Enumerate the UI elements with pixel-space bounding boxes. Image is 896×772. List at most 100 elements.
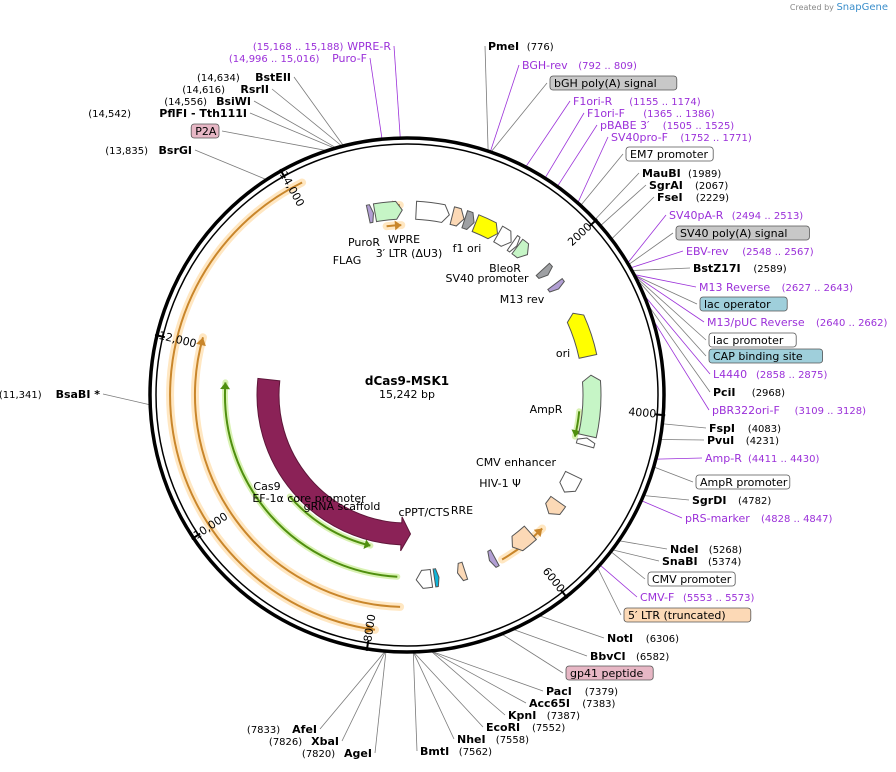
primer-label-prs-marker: pRS-marker (4828 .. 4847)	[685, 512, 833, 525]
orf-arcs	[166, 178, 583, 634]
feature-label-grna-scaffold: gRNA scaffold	[304, 500, 381, 513]
feature-wpre-arrow	[415, 200, 450, 223]
leader-line	[502, 634, 564, 674]
feature-hiv-1-arrow	[545, 495, 567, 515]
leader-line	[369, 57, 383, 139]
site-position: (2968)	[752, 388, 785, 399]
enzyme-label-ndei: NdeI (5268)	[670, 543, 742, 556]
primer-label-pbr322ori-f: pBR322ori-F(3109 .. 3128)	[712, 404, 866, 417]
site-position: (7826)	[269, 737, 302, 748]
tick-label: 10,000	[191, 510, 230, 542]
enzyme-name: SgrDI	[692, 494, 726, 507]
site-position: (7562)	[459, 747, 492, 758]
primer-name: Amp-R	[705, 452, 742, 465]
site-position: (1989)	[688, 169, 721, 180]
primer-name: M13/pUC Reverse	[707, 316, 805, 329]
leader-line	[595, 172, 640, 220]
feature-label-ampr: AmpR	[530, 403, 563, 416]
feature-cppt-cts-arrow	[487, 549, 500, 568]
primer-label-cmv-f: CMV-F(5553 .. 5573)	[640, 591, 755, 604]
enzyme-label-afei: AfeI(7833)	[247, 723, 317, 736]
enzyme-label-ecori: EcoRI(7552)	[486, 721, 565, 734]
enzyme-name: BstEII	[255, 71, 291, 84]
tick-mark	[560, 589, 569, 599]
primer-name: pRS-marker	[685, 512, 750, 525]
orf-arrowhead	[196, 337, 206, 347]
site-position: (4828 .. 4847)	[761, 514, 833, 525]
feature-box	[549, 75, 678, 91]
site-position: (2627 .. 2643)	[782, 283, 854, 294]
site-position: (6306)	[646, 634, 679, 645]
site-position: (776)	[527, 42, 554, 53]
site-position: (7833)	[247, 725, 280, 736]
feature-label-rre: RRE	[451, 504, 473, 517]
primer-name: CMV-F	[640, 591, 674, 604]
enzyme-label-bbvci: BbvCI(6582)	[590, 650, 669, 663]
leader-line	[663, 423, 707, 429]
feature-label-sv40-promoter: SV40 promoter	[445, 272, 529, 285]
tick-label: 14,000	[277, 169, 307, 209]
leader-line	[545, 112, 585, 178]
site-position: (7387)	[547, 711, 580, 722]
leader-line	[656, 457, 703, 460]
enzyme-name: SgrAI	[649, 179, 683, 192]
orf-arc	[386, 224, 402, 228]
primer-label-sv40pa-r: SV40pA-R(2494 .. 2513)	[669, 209, 803, 222]
leader-line	[431, 651, 506, 716]
box-label-lac-operator: lac operator	[699, 296, 788, 312]
primer-label-wpre-r: WPRE-R(15,168 .. 15,188)	[253, 40, 391, 53]
enzyme-name: EcoRI	[486, 721, 520, 734]
primer-name: SV40pro-F	[611, 131, 668, 144]
enzyme-label-bmti: BmtI(7562)	[420, 745, 492, 758]
enzyme-label-fsei: FseI(2229)	[657, 191, 729, 204]
primer-name: F1ori-R	[573, 95, 613, 108]
enzyme-label-paci: PacI(7379)	[546, 685, 618, 698]
enzyme-label-bsiwi: BsiWI(14,556)	[164, 95, 251, 108]
site-position: (4231)	[746, 436, 779, 447]
feature-unnamed-arrow	[535, 262, 553, 280]
site-position: (3109 .. 3128)	[795, 406, 867, 417]
primer-label-bgh-rev: BGH-rev(792 .. 809)	[522, 59, 637, 72]
site-position: (5268)	[709, 545, 742, 556]
tick-mark	[154, 333, 166, 339]
feature-unnamed-arrow	[575, 437, 596, 449]
leader-line	[635, 275, 698, 305]
enzyme-label-sgrai: SgrAI(2067)	[649, 179, 728, 192]
site-position: (14,556)	[164, 97, 207, 108]
enzyme-name: PflFI - Tth111I	[159, 107, 247, 120]
primer-label-f1ori-r: F1ori-R(1155 .. 1174)	[573, 95, 701, 108]
leader-line	[649, 306, 711, 393]
box-label-ampr-promoter: AmpR promoter	[695, 474, 791, 490]
feature-name: P2A	[195, 125, 217, 138]
enzyme-label-bsrgi: BsrGI(13,835)	[105, 144, 192, 157]
site-position: (14,634)	[197, 73, 240, 84]
enzyme-name: NdeI	[670, 543, 699, 556]
enzyme-name: BsaBI *	[56, 388, 101, 401]
feature-label-cmv-enhancer: CMV enhancer	[476, 456, 556, 469]
leader-line	[654, 322, 710, 411]
leader-line	[600, 184, 647, 226]
primer-label-amp-r: Amp-R(4411 .. 4430)	[705, 452, 820, 465]
enzyme-label-noti: NotI(6306)	[607, 632, 679, 645]
enzyme-name: AgeI	[344, 747, 372, 760]
enzyme-label-bsteii: BstEII (14,634)	[197, 71, 291, 84]
enzyme-name: NheI	[457, 733, 486, 746]
enzyme-name: PciI	[713, 386, 735, 399]
leader-line	[539, 615, 605, 639]
site-position: (4782)	[738, 496, 771, 507]
feature-label-ef-1-core-promoter: EF-1α core promoter	[252, 492, 366, 505]
site-position: (13,835)	[105, 146, 148, 157]
leader-line	[638, 280, 707, 357]
tick-mark	[279, 168, 286, 179]
feature-ef-1-core-promoter-arrow	[415, 568, 434, 589]
enzyme-name: XbaI	[311, 735, 339, 748]
enzyme-label-fspi: FspI(4083)	[709, 422, 781, 435]
leader-line	[619, 540, 668, 550]
leader-line	[432, 651, 527, 704]
enzyme-name: PacI	[546, 685, 572, 698]
feature-m13-rev-arrow	[547, 277, 565, 293]
orf-arrowhead	[220, 382, 231, 390]
site-labels: PmeI(776)BGH-rev(792 .. 809)bGH poly(A) …	[0, 40, 888, 760]
enzyme-label-xbai: XbaI (7826)	[269, 735, 339, 748]
leader-line	[319, 651, 385, 730]
